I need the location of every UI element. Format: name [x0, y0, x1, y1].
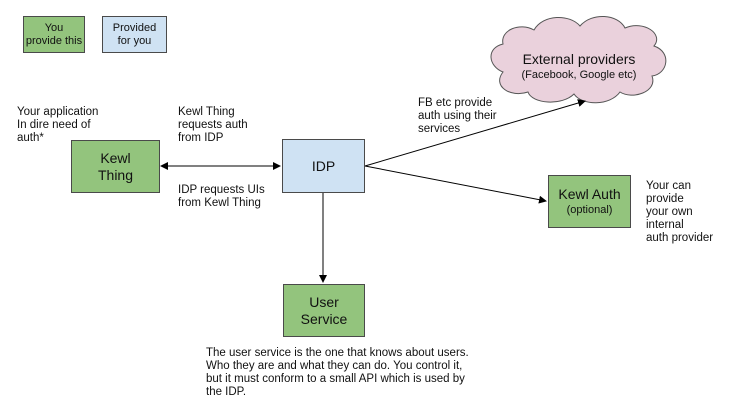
your-application-note: Your application In dire need of auth* — [17, 106, 99, 144]
legend-provided-for-you: Provided for you — [102, 16, 167, 53]
user-service-label: User Service — [300, 293, 348, 327]
fb-provide-note: FB etc provide auth using their services — [418, 97, 497, 135]
external-providers-subtitle: (Facebook, Google etc) — [521, 69, 637, 81]
requests-uis-note: IDP requests UIs from Kewl Thing — [178, 184, 265, 209]
kewl-thing-box: Kewl Thing — [71, 140, 160, 193]
kewl-auth-title: Kewl Auth — [558, 186, 621, 202]
legend-provided-for-you-label: Provided for you — [112, 21, 157, 47]
kewl-auth-box: Kewl Auth (optional) — [548, 175, 631, 228]
external-providers-title: External providers — [522, 51, 636, 67]
kewl-thing-label: Kewl Thing — [97, 149, 134, 183]
legend-you-provide: You provide this — [23, 16, 85, 53]
own-auth-provider-note: Your can provide your own internal auth … — [646, 180, 714, 244]
legend-you-provide-label: You provide this — [25, 21, 83, 47]
idp-label: IDP — [311, 157, 336, 174]
idp-kewl-auth-arrow — [364, 165, 547, 204]
requests-auth-note: Kewl Thing requests auth from IDP — [178, 106, 248, 144]
idp-box: IDP — [282, 139, 365, 193]
external-providers-cloud — [490, 16, 667, 104]
user-service-box: User Service — [283, 284, 365, 337]
kewl-auth-subtitle: (optional) — [566, 204, 613, 216]
external-providers-label: External providers (Facebook, Google etc… — [503, 51, 655, 82]
idp-external-arrow — [364, 99, 586, 167]
user-service-description: The user service is the one that knows a… — [206, 347, 469, 398]
